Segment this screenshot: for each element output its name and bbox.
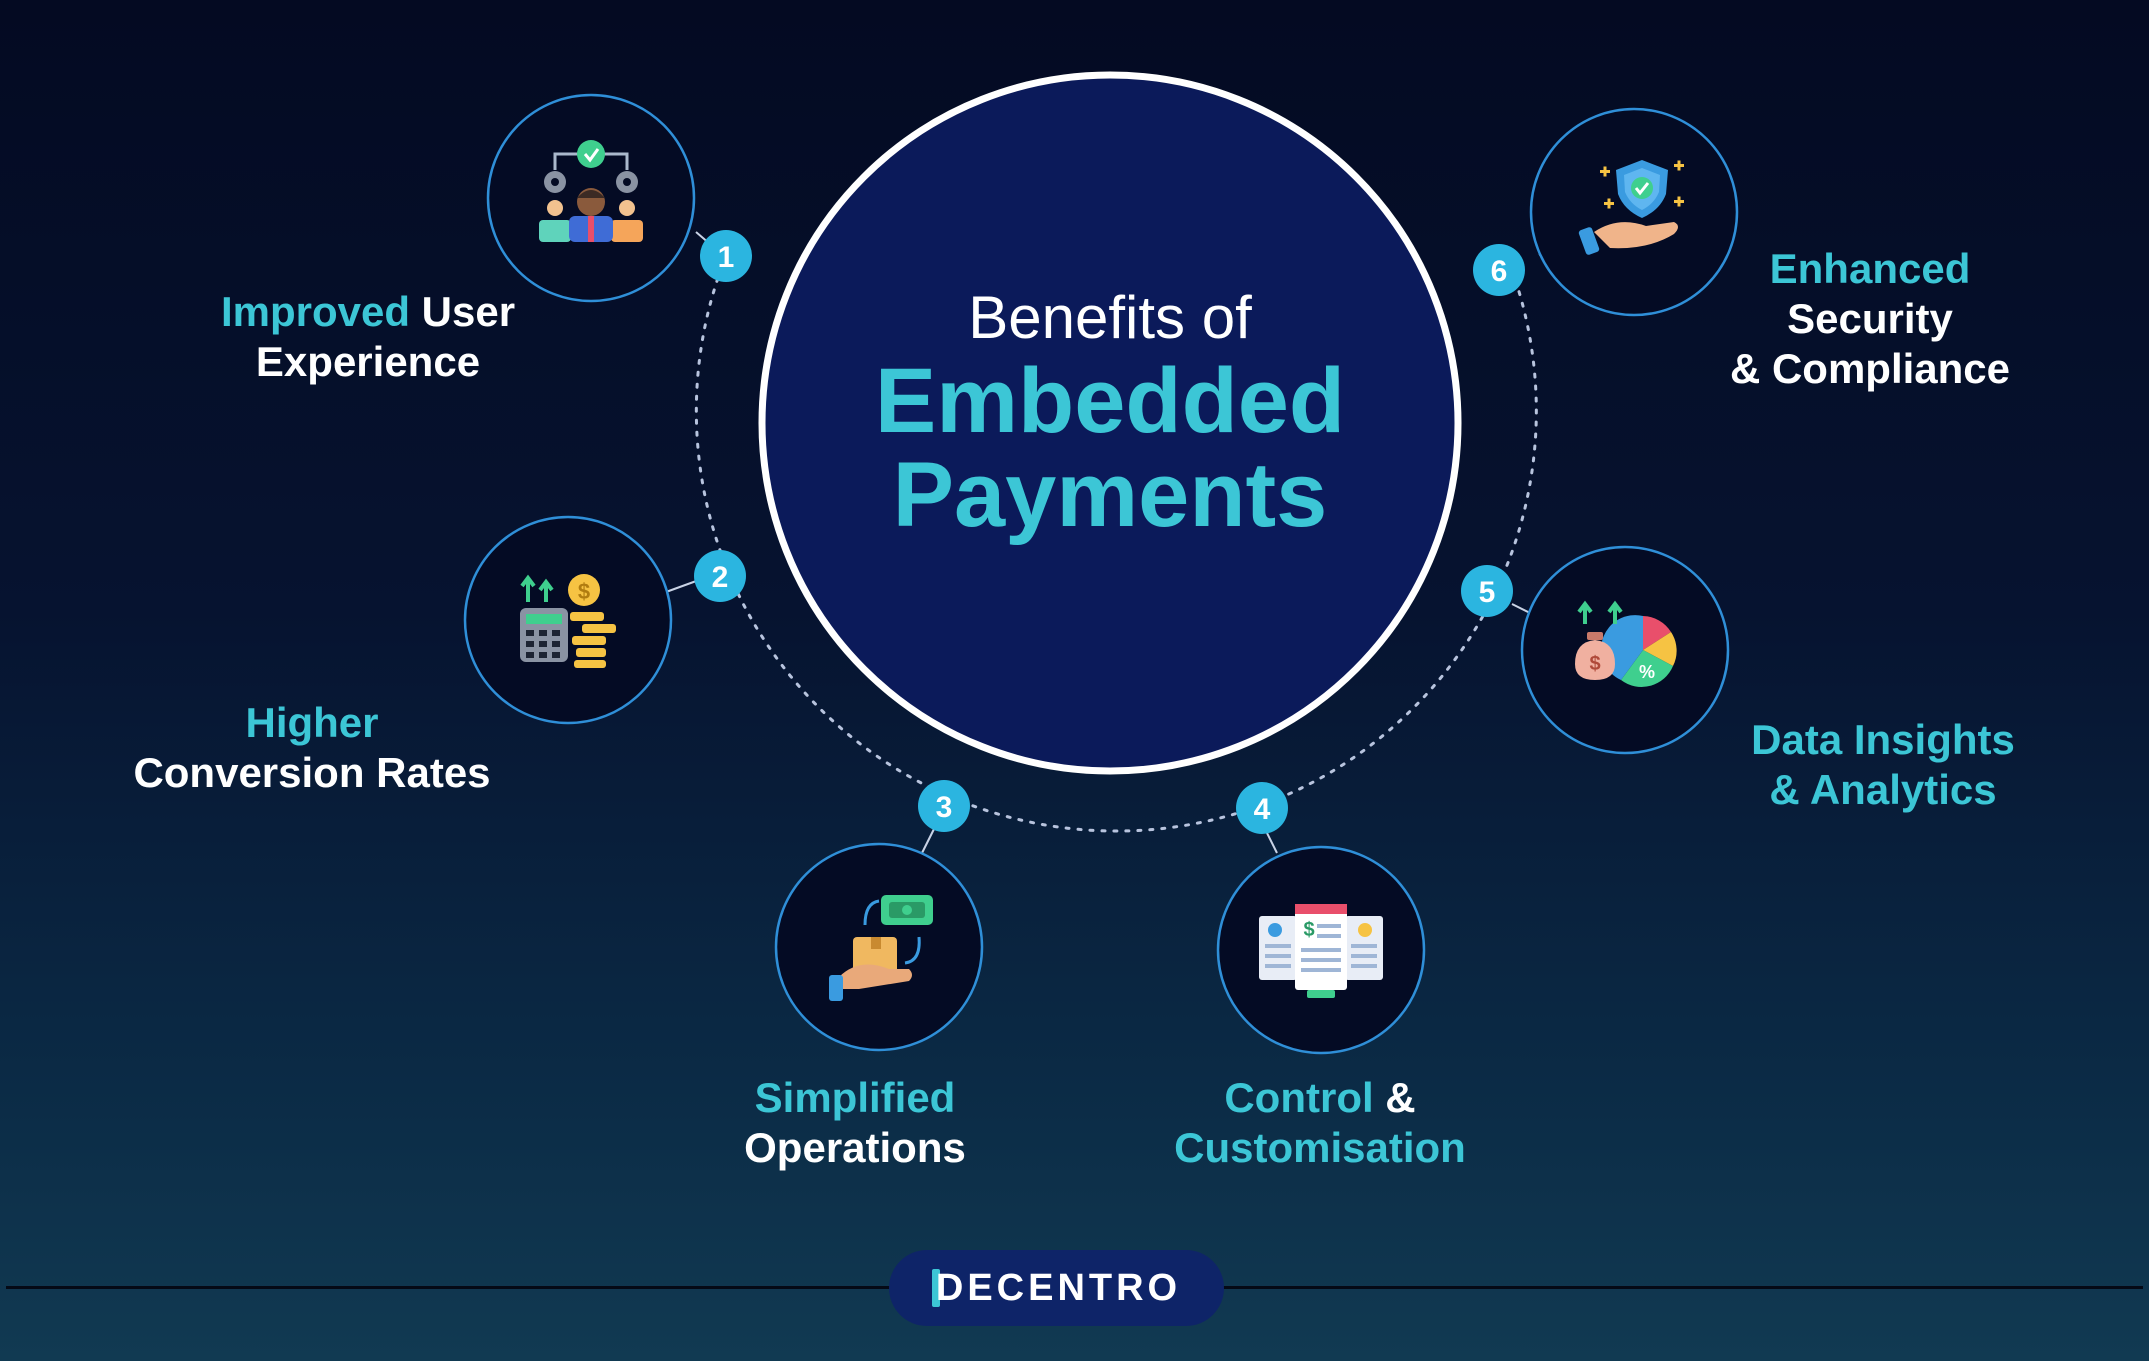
benefit-3-label: Simplified Operations (700, 1073, 1010, 1173)
badge-number-4: 4 (1254, 793, 1271, 826)
benefit-1-accent: Improved (220, 288, 410, 335)
benefit-1-label: Improved User Experience (188, 287, 548, 387)
benefit-4-accent: Control (1224, 1074, 1374, 1121)
badge-number-6: 6 (1491, 255, 1508, 288)
badge-2 (694, 550, 746, 602)
benefit-5-label: Data Insights & Analytics (1718, 715, 2048, 815)
benefit-2-line1: Higher (245, 699, 379, 746)
hand-package-cash-icon (829, 895, 933, 1001)
benefit-6-line1: Enhanced (1769, 245, 1971, 292)
badges (694, 230, 1525, 834)
benefit-5-line1: Data Insights (1751, 716, 2015, 763)
svg-text:$: $ (578, 579, 590, 604)
benefit-4-label: Control & Customisation (1150, 1073, 1490, 1173)
brand-logo: DECENTRO (889, 1250, 1224, 1326)
title-line-1: Embedded (874, 350, 1346, 452)
badge-1 (700, 230, 752, 282)
benefit-3-line2: Operations (744, 1124, 966, 1171)
center-title: Benefits of Embedded Payments (770, 282, 1450, 542)
benefit-1-line2: Experience (255, 338, 481, 385)
svg-text:$: $ (1303, 919, 1314, 941)
badge-4 (1236, 782, 1288, 834)
team-gears-icon (539, 140, 643, 242)
benefit-2-line2: Conversion Rates (133, 749, 491, 796)
benefit-4-line2: Customisation (1174, 1124, 1466, 1171)
benefit-6-line3: & Compliance (1729, 345, 2011, 392)
brand-logo-mark (931, 1269, 940, 1307)
svg-text:$: $ (1589, 653, 1600, 675)
badge-number-3: 3 (936, 791, 953, 824)
badge-6 (1473, 244, 1525, 296)
title-prefix: Benefits of (968, 284, 1252, 351)
benefit-6-label: Enhanced Security & Compliance (1700, 244, 2040, 394)
benefit-2-label: Higher Conversion Rates (112, 698, 512, 798)
orbit-dotted-arc (694, 254, 1538, 833)
benefit-6-line2: Security (1787, 295, 1953, 342)
brand-name: DECENTRO (935, 1266, 1182, 1309)
benefit-5-line2: & Analytics (1769, 766, 1997, 813)
title-line-2: Payments (892, 444, 1328, 546)
center-circle (758, 71, 1462, 775)
dashboard-panels-icon: $ (1259, 904, 1383, 998)
benefit-4-rest: & (1373, 1074, 1416, 1121)
svg-text:%: % (1639, 662, 1655, 682)
badge-number-2: 2 (712, 561, 729, 594)
money-bag-pie-chart-icon: % $ (1575, 600, 1677, 687)
badge-5 (1461, 565, 1513, 617)
badge-number-1: 1 (718, 241, 735, 274)
benefit-1-rest: User (409, 288, 516, 335)
badge-3 (918, 780, 970, 832)
calculator-coins-icon: $ (520, 574, 616, 668)
benefit-3-line1: Simplified (754, 1074, 956, 1121)
badge-number-5: 5 (1479, 576, 1496, 609)
shield-hand-icon (1578, 160, 1684, 255)
